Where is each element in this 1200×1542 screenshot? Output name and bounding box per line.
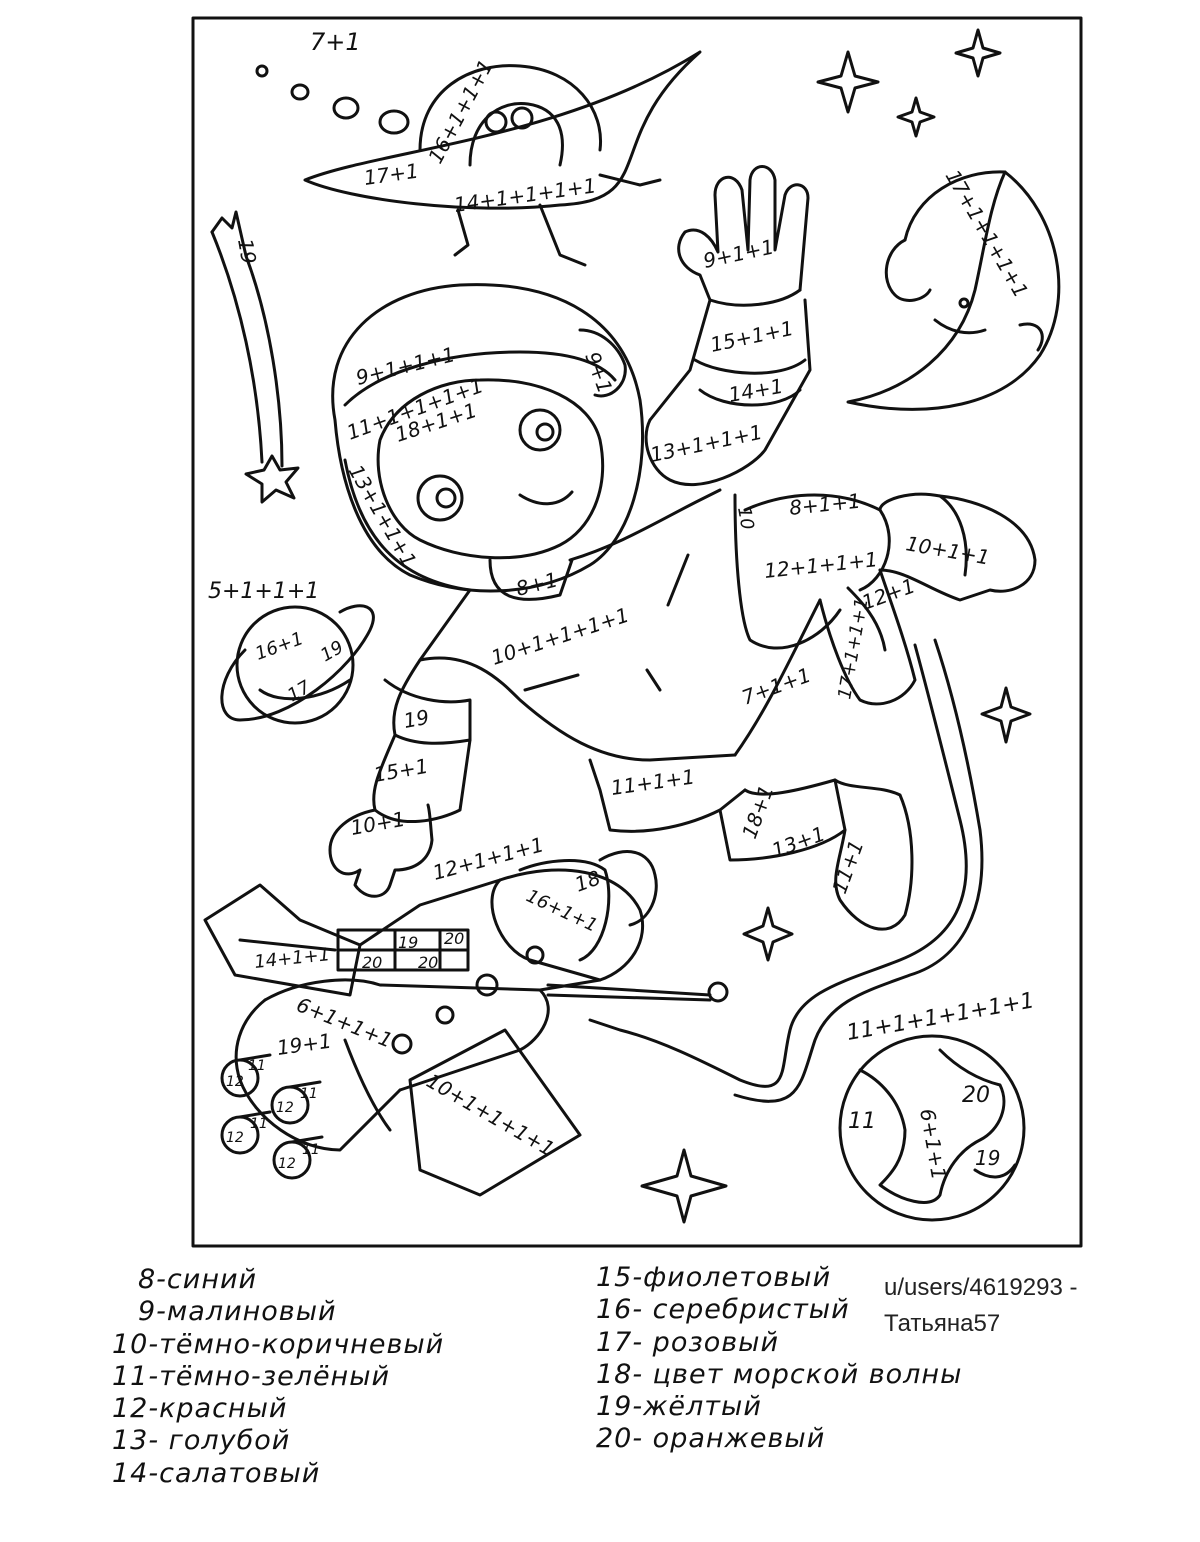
space-label: 5+1+1+1 xyxy=(208,579,319,604)
earth-label: 20 xyxy=(962,1083,990,1108)
earth-label: 6+1+1 xyxy=(915,1107,951,1182)
astronaut-label: 11+1 xyxy=(827,837,868,897)
astronaut-label: 12+1+1+1 xyxy=(763,547,879,583)
station-label: 14+1+1 xyxy=(253,944,331,973)
ufo-label: 16+1+1+1 xyxy=(423,56,498,168)
earth-label: 19 xyxy=(975,1146,1000,1170)
ufo xyxy=(255,50,702,267)
legend-item: 12-красный xyxy=(112,1393,288,1425)
saturn-planet xyxy=(220,604,375,725)
station-label: 20 xyxy=(418,953,438,972)
astronaut-label: 15+1+1 xyxy=(708,316,796,357)
legend-item: 10-тёмно-коричневый xyxy=(112,1328,445,1360)
station-label: 11 xyxy=(300,1086,318,1102)
color-legend-left: 8-синий 9-малиновый 10-тёмно-коричневый … xyxy=(112,1264,444,1490)
saturn-label: 17 xyxy=(284,676,315,706)
comet xyxy=(210,210,300,504)
astronaut-label: 13+1+1+1 xyxy=(648,420,764,467)
moon xyxy=(846,170,1061,411)
comet-label: 19 xyxy=(233,237,261,266)
station-label: 11 xyxy=(302,1142,320,1158)
legend-item: 15-фиолетовый xyxy=(596,1262,832,1293)
earth-planet xyxy=(838,1034,1026,1222)
astronaut-label: 10 xyxy=(733,505,758,531)
astronaut-label: 19 xyxy=(402,705,431,733)
saturn-label: 19 xyxy=(317,637,347,667)
legend-item: 11-тёмно-зелёный xyxy=(112,1360,391,1392)
legend-item: 8-синий xyxy=(138,1264,258,1295)
astronaut-label: 15+1 xyxy=(372,754,430,787)
ufo-label: 14+1+1+1+1 xyxy=(452,173,597,217)
astronaut-label: 9+1+1+1 xyxy=(353,342,457,390)
saturn-label: 16+1 xyxy=(253,628,307,665)
legend-item: 17- розовый xyxy=(596,1326,779,1358)
color-legend-right: 15-фиолетовый 16- серебристый 17- розовы… xyxy=(596,1262,962,1456)
astronaut-label: 13+1 xyxy=(769,821,829,862)
astronaut-label: 8+1+1 xyxy=(788,489,862,520)
legend-item: 16- серебристый xyxy=(596,1294,850,1326)
astronaut-label: 10+1+1 xyxy=(904,531,991,569)
legend-item: 14-салатовый xyxy=(112,1457,321,1489)
credit-line: u/users/4619293 - xyxy=(884,1274,1078,1301)
station-label: 12 xyxy=(226,1074,244,1090)
legend-item: 9-малиновый xyxy=(138,1296,337,1328)
ufo-label: 7+1 xyxy=(310,28,361,56)
station-label: 12 xyxy=(276,1100,294,1116)
legend-item: 13- голубой xyxy=(112,1425,291,1457)
star-icon xyxy=(640,28,1032,1224)
legend-item: 20- оранжевый xyxy=(596,1423,826,1455)
station-label: 20 xyxy=(362,953,382,972)
station-label: 12 xyxy=(226,1130,244,1146)
author-credit: u/users/4619293 - Татьяна57 xyxy=(884,1270,1077,1342)
astronaut xyxy=(328,165,1037,1103)
legend-item: 19-жёлтый xyxy=(596,1391,762,1423)
station-label: 12+1+1+1 xyxy=(430,832,546,885)
astronaut-label: 9+1 xyxy=(580,349,617,397)
station-label: 12 xyxy=(278,1156,296,1172)
station-label: 10+1+1+1+1 xyxy=(423,1069,559,1161)
station-label: 19+1 xyxy=(275,1029,333,1060)
astronaut-label: 10+1 xyxy=(349,807,407,840)
astronaut-label: 7+1+1 xyxy=(739,663,815,710)
station-label: 19 xyxy=(398,933,418,952)
station-label: 11 xyxy=(250,1116,268,1132)
earth-label: 11 xyxy=(848,1109,876,1134)
legend-item: 18- цвет морской волны xyxy=(596,1358,963,1390)
astronaut-label: 10+1+1+1+1 xyxy=(488,603,632,670)
ufo-label: 17+1 xyxy=(362,159,420,190)
space-station xyxy=(203,850,729,1197)
picture-frame xyxy=(191,16,1083,1248)
astronaut-label: 11+1+1 xyxy=(609,764,696,800)
station-label: 11 xyxy=(248,1058,266,1074)
station-label: 20 xyxy=(444,929,464,948)
credit-line: Татьяна57 xyxy=(884,1310,1001,1337)
